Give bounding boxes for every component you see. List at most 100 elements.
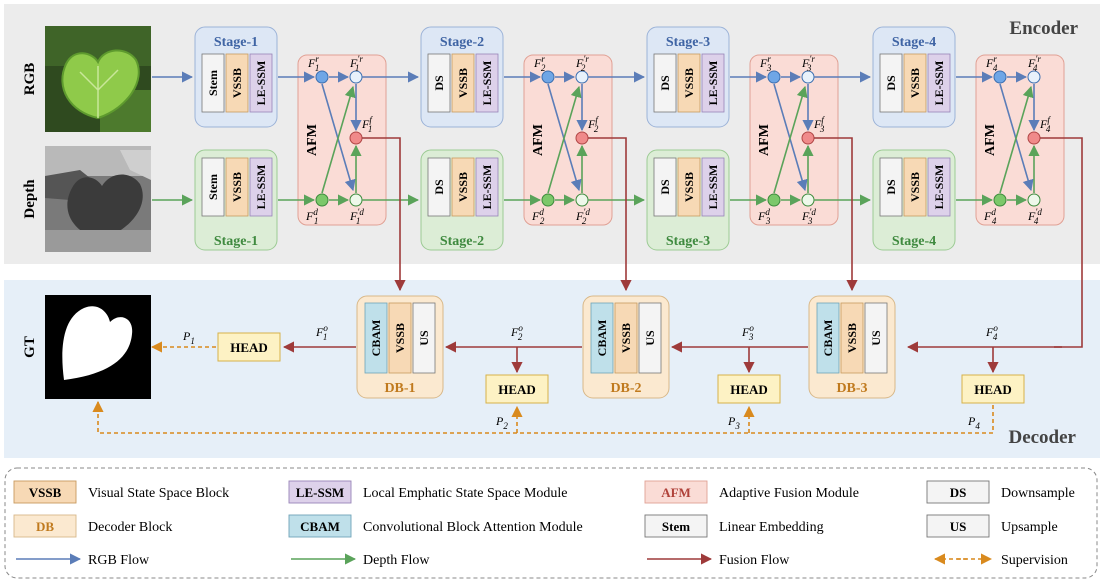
depth-cross-arrow bbox=[773, 85, 808, 194]
afm-label: AFM bbox=[983, 124, 998, 156]
depth-feature-node bbox=[541, 193, 555, 207]
legend-flow-desc: Depth Flow bbox=[363, 553, 430, 568]
legend-key-label: LE-SSM bbox=[296, 485, 344, 500]
le-ssm-block bbox=[475, 53, 499, 113]
afm-container bbox=[975, 54, 1065, 226]
prediction-label-2: P2 bbox=[495, 414, 508, 431]
decoder-title: Decoder bbox=[1008, 427, 1076, 448]
fusion-to-decoder-arrow bbox=[814, 137, 858, 292]
cbam-block bbox=[590, 302, 614, 374]
legend-key-ds bbox=[926, 480, 990, 504]
legend-desc: Visual State Space Block bbox=[88, 486, 229, 501]
le-ssm-label: LE-SSM bbox=[480, 61, 494, 106]
legend-desc: Upsample bbox=[1001, 520, 1058, 535]
decoder-block-title: DB-3 bbox=[836, 381, 867, 396]
fusion-to-decoder-arrow bbox=[588, 137, 632, 292]
fused-feature-node bbox=[801, 131, 815, 145]
rgb-feature-node bbox=[541, 70, 555, 84]
us-label: US bbox=[417, 330, 431, 346]
ds-label: DS bbox=[432, 179, 446, 195]
head-label: HEAD bbox=[230, 340, 268, 355]
legend-flow-desc: Supervision bbox=[1001, 553, 1068, 568]
vssb-label: VSSB bbox=[393, 323, 407, 353]
depth-input-image bbox=[45, 146, 151, 252]
upsample-block bbox=[412, 302, 436, 374]
legend-key-cbam bbox=[288, 514, 352, 538]
depth-cross-arrow bbox=[999, 85, 1034, 194]
vssb-label: VSSB bbox=[908, 172, 922, 202]
stage-title: Stage-3 bbox=[666, 35, 710, 50]
stage-title: Stage-1 bbox=[214, 234, 258, 249]
prediction-label-4: P4 bbox=[967, 414, 980, 431]
vssb-label: VSSB bbox=[230, 172, 244, 202]
rgb-cross-arrow bbox=[999, 83, 1034, 192]
rgb-feature-node bbox=[767, 70, 781, 84]
us-label: US bbox=[643, 330, 657, 346]
cbam-block bbox=[364, 302, 388, 374]
legend-key-label: CBAM bbox=[300, 519, 340, 534]
head-label: HEAD bbox=[498, 382, 536, 397]
vssb-block bbox=[677, 53, 701, 113]
ds-label: DS bbox=[884, 75, 898, 91]
afm-label: AFM bbox=[757, 124, 772, 156]
downsample-block bbox=[653, 53, 677, 113]
legend-key-db bbox=[13, 514, 77, 538]
le-ssm-label: LE-SSM bbox=[932, 61, 946, 106]
head-block-3 bbox=[717, 374, 781, 404]
cbam-block bbox=[816, 302, 840, 374]
legend-desc: Downsample bbox=[1001, 486, 1075, 501]
vssb-block bbox=[451, 157, 475, 217]
downsample-block bbox=[427, 157, 451, 217]
legend-desc: Linear Embedding bbox=[719, 520, 824, 535]
depth-feature-node bbox=[767, 193, 781, 207]
legend-desc: Adaptive Fusion Module bbox=[719, 486, 859, 501]
le-ssm-block bbox=[701, 53, 725, 113]
cbam-label: CBAM bbox=[369, 320, 383, 357]
le-ssm-label: LE-SSM bbox=[254, 61, 268, 106]
fusion4-to-decoder-arrow bbox=[906, 137, 1083, 353]
rgb-cross-arrow bbox=[321, 83, 356, 192]
decoder-background bbox=[4, 280, 1100, 458]
vssb-block bbox=[388, 302, 412, 374]
rgb-cross-arrow bbox=[773, 83, 808, 192]
legend-key-label: Stem bbox=[662, 519, 690, 534]
vssb-block bbox=[225, 157, 249, 217]
downsample-block bbox=[427, 53, 451, 113]
stage-title: Stage-4 bbox=[892, 234, 936, 249]
head-label: HEAD bbox=[974, 382, 1012, 397]
stage-title: Stage-1 bbox=[214, 35, 258, 50]
depth-enhanced-node bbox=[349, 193, 363, 207]
legend-desc: Decoder Block bbox=[88, 520, 172, 535]
prediction-label-1: P1 bbox=[182, 329, 195, 346]
fused-feature-node bbox=[1027, 131, 1041, 145]
afm-label: AFM bbox=[531, 124, 546, 156]
stem-block bbox=[201, 53, 225, 113]
rgb-feature-node bbox=[315, 70, 329, 84]
vssb-block bbox=[451, 53, 475, 113]
legend-key-stem bbox=[644, 514, 708, 538]
legend-key-vssb bbox=[13, 480, 77, 504]
upsample-block bbox=[638, 302, 662, 374]
rgb-input-image bbox=[45, 26, 151, 132]
